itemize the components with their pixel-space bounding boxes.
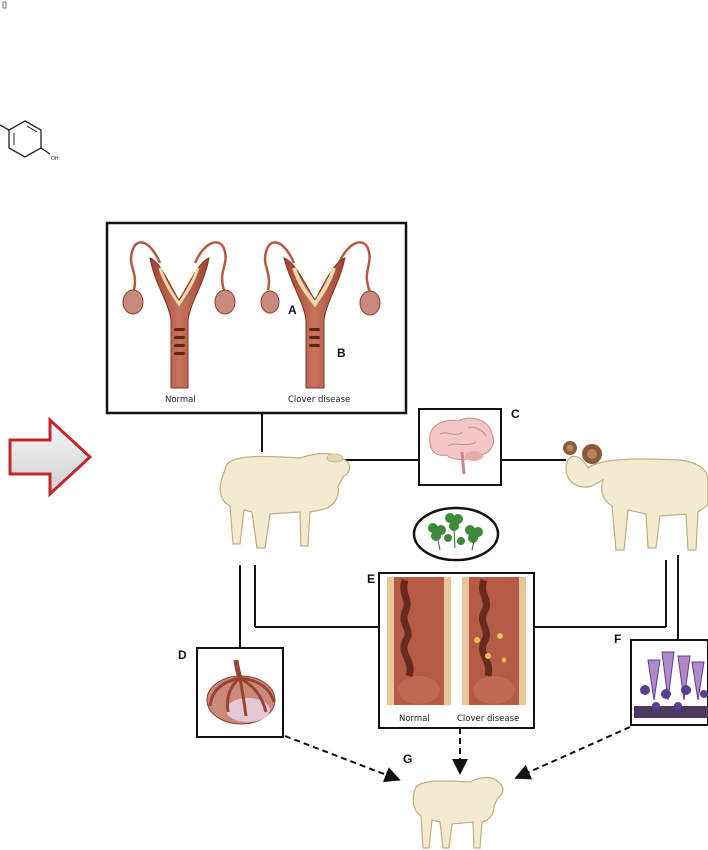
cervix-normal-caption: Normal [399, 714, 430, 724]
dashed-arrows [285, 727, 630, 779]
lamb: G [403, 752, 503, 848]
hydroxyl-label: OH [51, 156, 59, 162]
clover-disease-caption: Clover disease [288, 395, 350, 405]
cell-tissue-panel: F [614, 632, 708, 725]
label-f: F [614, 632, 621, 646]
cervix-clover-disease [462, 577, 526, 705]
label-b: B [337, 346, 346, 360]
cervix-clover-caption: Clover disease [457, 714, 519, 724]
clover-oval [414, 508, 498, 560]
label-c: C [511, 407, 520, 421]
cervix-normal [387, 577, 451, 705]
brain-panel: C [419, 407, 520, 485]
normal-caption: Normal [165, 395, 196, 405]
reproductive-tract-panel: Normal Clover disease A B [107, 223, 406, 413]
label-g: G [403, 752, 412, 766]
small-mark [3, 2, 6, 8]
ewe [220, 454, 349, 549]
label-a: A [288, 303, 297, 317]
chemical-structure: OH [0, 121, 59, 162]
label-d: D [178, 648, 187, 662]
cervix-panel: Normal Clover disease E [367, 572, 534, 728]
ram [563, 441, 708, 550]
hollow-arrow-icon [10, 420, 90, 494]
label-e: E [367, 572, 375, 586]
ovary-panel: D [178, 648, 283, 737]
